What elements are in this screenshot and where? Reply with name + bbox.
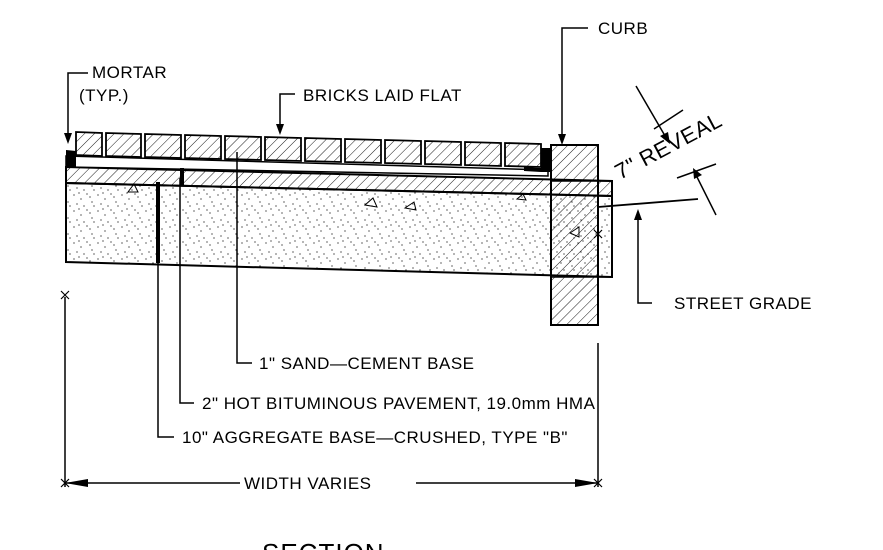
mortar-label-line2: (TYP.) (79, 86, 129, 105)
aggregate-label: 10" AGGREGATE BASE—CRUSHED, TYPE "B" (182, 428, 568, 447)
curb-label: CURB (598, 19, 648, 38)
street-grade-label: STREET GRADE (674, 294, 812, 313)
leader-lines (64, 27, 717, 438)
mortar-label-line1: MORTAR (92, 63, 167, 82)
bricks-label: BRICKS LAID FLAT (303, 86, 462, 105)
sand-cement-label: 1" SAND—CEMENT BASE (259, 354, 475, 373)
curb (550, 144, 613, 326)
street-grade-line (597, 198, 699, 208)
mortar-joints (66, 148, 551, 172)
hot-bituminous-label: 2" HOT BITUMINOUS PAVEMENT, 19.0mm HMA (202, 394, 596, 413)
aggregate-base-layer (65, 181, 613, 279)
section-title: SECTION (262, 538, 385, 550)
width-dimension (60, 229, 603, 488)
width-label: WIDTH VARIES (244, 474, 372, 493)
brick-course (75, 131, 542, 168)
